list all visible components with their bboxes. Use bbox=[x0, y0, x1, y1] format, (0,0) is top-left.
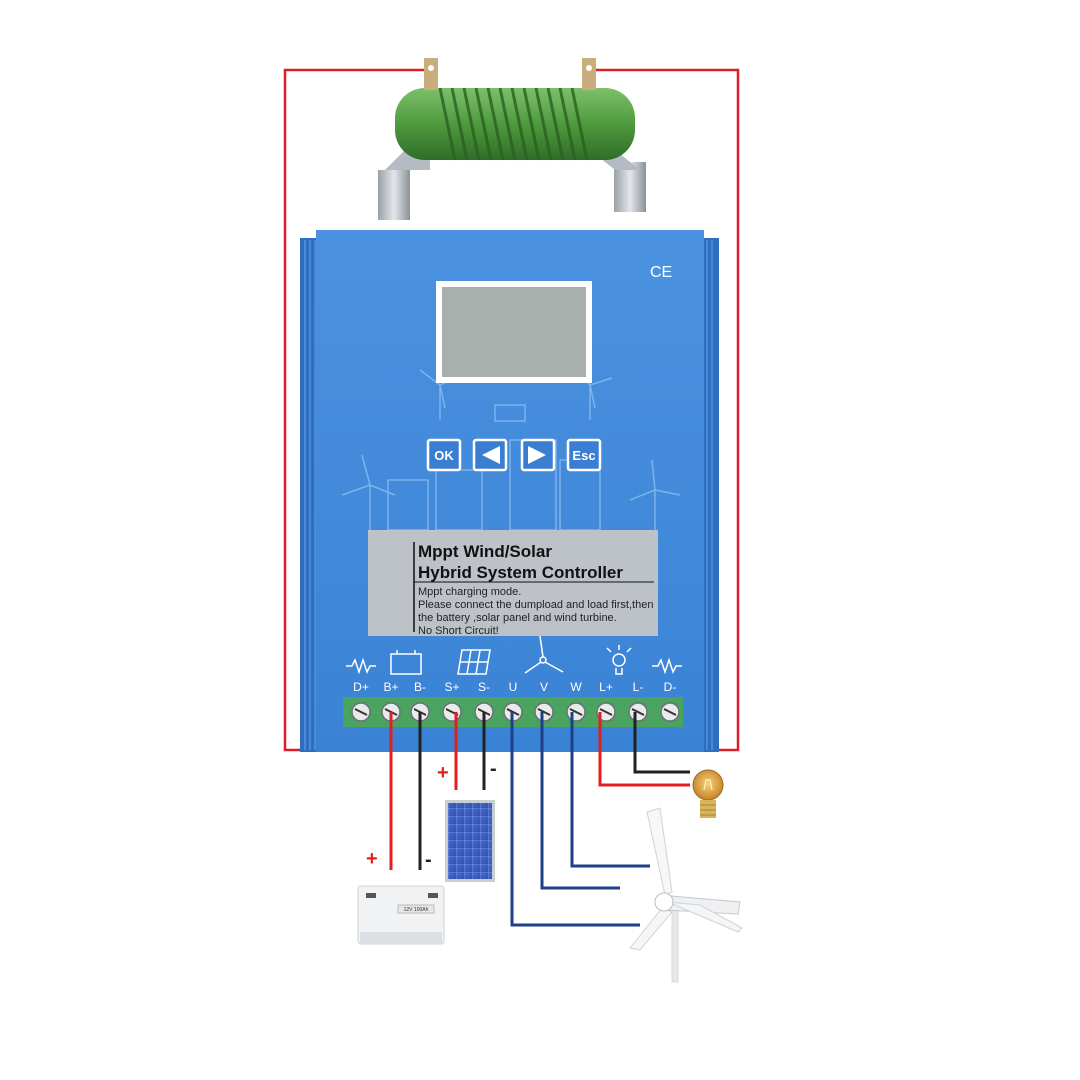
terminal-label-w: W bbox=[570, 680, 582, 694]
battery-label: 12V 100Ah bbox=[404, 907, 429, 913]
load-negative-wire bbox=[633, 712, 690, 774]
ce-mark: CE bbox=[650, 264, 672, 281]
resistor-tab-right bbox=[582, 58, 596, 90]
turbine-phase-u-wire bbox=[510, 712, 640, 927]
wires bbox=[389, 712, 690, 927]
solar-plus-sign: + bbox=[437, 762, 449, 784]
terminal-screw-v[interactable] bbox=[534, 702, 554, 722]
button-esc-label: Esc bbox=[572, 448, 595, 463]
terminal-label-u: U bbox=[509, 680, 518, 694]
button-ok[interactable]: OK bbox=[426, 438, 462, 472]
resistor-bracket-left bbox=[378, 170, 410, 220]
solar-panel-icon bbox=[457, 649, 491, 675]
terminal-labels: D+ B+ B- S+ S- U V W L+ L- D- bbox=[353, 680, 676, 694]
load-bulb bbox=[692, 769, 724, 818]
resistor-icon bbox=[652, 657, 682, 675]
battery-plus-sign: + bbox=[366, 848, 378, 870]
button-right[interactable] bbox=[520, 438, 556, 472]
button-ok-label: OK bbox=[434, 448, 454, 463]
terminal-screw-lminus[interactable] bbox=[628, 702, 648, 722]
terminal-screw-w[interactable] bbox=[566, 702, 586, 722]
product-title-line1: Mppt Wind/Solar bbox=[418, 542, 552, 561]
battery: 12V 100Ah bbox=[357, 885, 445, 945]
terminal-group-icons bbox=[346, 635, 682, 675]
wind-turbine bbox=[629, 807, 743, 983]
terminal-label-sminus: S- bbox=[478, 680, 490, 694]
battery-icon bbox=[390, 650, 422, 675]
arrow-left-icon bbox=[482, 446, 500, 464]
load-positive-wire bbox=[598, 712, 690, 787]
arrow-right-icon bbox=[528, 446, 546, 464]
bulb-icon bbox=[606, 645, 632, 675]
controller-body: CE OK Esc Mppt Wind/Solar Hybrid System … bbox=[300, 230, 719, 752]
terminal-screw-splus[interactable] bbox=[442, 702, 462, 722]
terminal-label-bminus: B- bbox=[414, 680, 426, 694]
turbine-phase-v-wire bbox=[540, 712, 620, 890]
resistor-tab-left bbox=[424, 58, 438, 90]
terminal-label-bplus: B+ bbox=[383, 680, 398, 694]
solar-panel bbox=[445, 800, 495, 882]
terminal-label-lplus: L+ bbox=[599, 680, 613, 694]
terminal-label-lminus: L- bbox=[633, 680, 644, 694]
solar-minus-sign: - bbox=[490, 758, 497, 780]
info-label: Mppt Wind/Solar Hybrid System Controller… bbox=[368, 530, 658, 637]
wind-turbine-icon bbox=[524, 635, 564, 674]
turbine-phase-w-wire bbox=[570, 712, 650, 868]
terminal-screw-dplus[interactable] bbox=[351, 702, 371, 722]
button-left[interactable] bbox=[472, 438, 508, 472]
button-esc[interactable]: Esc bbox=[566, 438, 602, 472]
resistor-icon bbox=[346, 657, 376, 675]
resistor-bracket-right bbox=[614, 162, 646, 212]
note-line-1: Mppt charging mode. bbox=[418, 586, 521, 598]
dump-load-resistor bbox=[378, 58, 646, 220]
terminal-label-dplus: D+ bbox=[353, 680, 369, 694]
battery-minus-sign: - bbox=[425, 849, 432, 871]
note-line-2: Please connect the dumpload and load fir… bbox=[418, 599, 653, 611]
terminal-screws bbox=[351, 702, 680, 722]
lcd-screen bbox=[442, 287, 586, 377]
terminal-screw-dminus[interactable] bbox=[660, 702, 680, 722]
terminal-label-dminus: D- bbox=[664, 680, 677, 694]
terminal-label-v: V bbox=[540, 680, 548, 694]
product-title-line2: Hybrid System Controller bbox=[418, 563, 623, 582]
note-line-3: the battery ,solar panel and wind turbin… bbox=[418, 612, 617, 624]
terminal-label-splus: S+ bbox=[444, 680, 459, 694]
note-line-4: No Short Circuit! bbox=[418, 625, 499, 637]
